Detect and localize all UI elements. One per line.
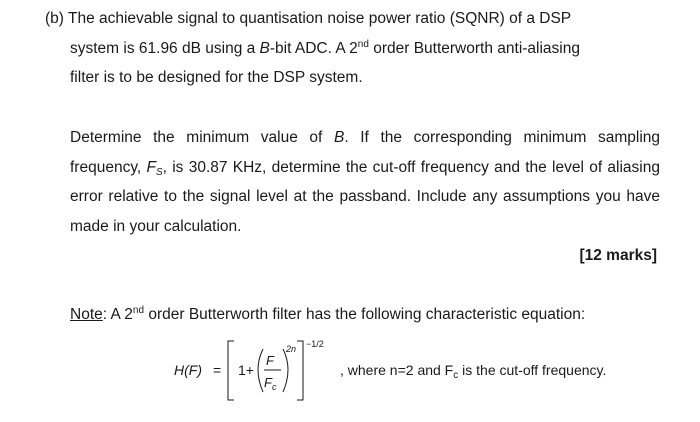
right-square-bracket — [297, 340, 304, 401]
equation-equals: = — [213, 362, 221, 378]
intro-line-3: filter is to be designed for the DSP sys… — [70, 69, 363, 86]
question-task: Determine the minimum value of B. If the… — [70, 129, 661, 235]
marks-label: [12 marks] — [579, 247, 657, 264]
intro-line-2: system is 61.96 dB using a B-bit ADC. A … — [70, 38, 580, 57]
intro-line-1: (b) The achievable signal to quantisatio… — [45, 10, 572, 27]
equation-note: , where n=2 and Fc is the cut-off freque… — [340, 362, 607, 381]
fraction-denominator: Fc — [264, 375, 277, 392]
butterworth-equation: H(F) = 1+ F Fc 2n −1/2 — [174, 339, 324, 401]
question-intro: (b) The achievable signal to quantisatio… — [45, 4, 665, 93]
fraction-numerator: F — [266, 353, 275, 368]
part-label: (b) — [45, 10, 64, 27]
note-label: Note — [70, 306, 103, 323]
equation-one-plus: 1+ — [238, 362, 254, 378]
outer-exponent: −1/2 — [306, 339, 324, 349]
right-parenthesis — [282, 348, 289, 393]
left-square-bracket — [227, 340, 234, 401]
note-line: Note: A 2nd order Butterworth filter has… — [70, 305, 586, 324]
equation-lhs: H(F) — [174, 362, 202, 378]
left-parenthesis — [257, 348, 264, 393]
inner-exponent: 2n — [285, 344, 296, 354]
